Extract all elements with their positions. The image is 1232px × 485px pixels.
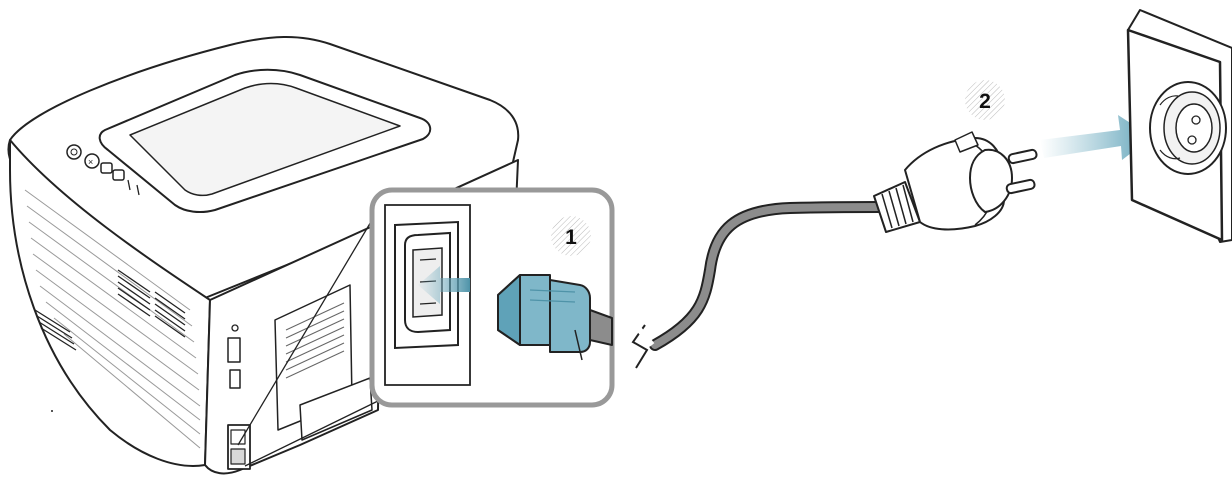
wall-plug xyxy=(873,131,1038,233)
insert-arrow-2 xyxy=(1040,115,1152,160)
printer-control-panel: × xyxy=(66,144,140,196)
wall-socket xyxy=(1126,9,1232,243)
power-cable xyxy=(631,201,886,369)
printer-vents xyxy=(34,269,186,351)
power-cord-connector xyxy=(497,274,613,361)
insert-arrow-1 xyxy=(418,266,470,304)
printer-front xyxy=(9,139,211,467)
step-2-number: 2 xyxy=(979,90,991,113)
zoom-lines xyxy=(237,214,381,467)
svg-text:×: × xyxy=(88,157,93,167)
callout-step-1: 1 xyxy=(369,187,615,408)
step-1-number: 1 xyxy=(565,226,577,249)
printer-front-grille xyxy=(24,189,201,449)
callout-step-2: 2 xyxy=(965,80,1005,120)
